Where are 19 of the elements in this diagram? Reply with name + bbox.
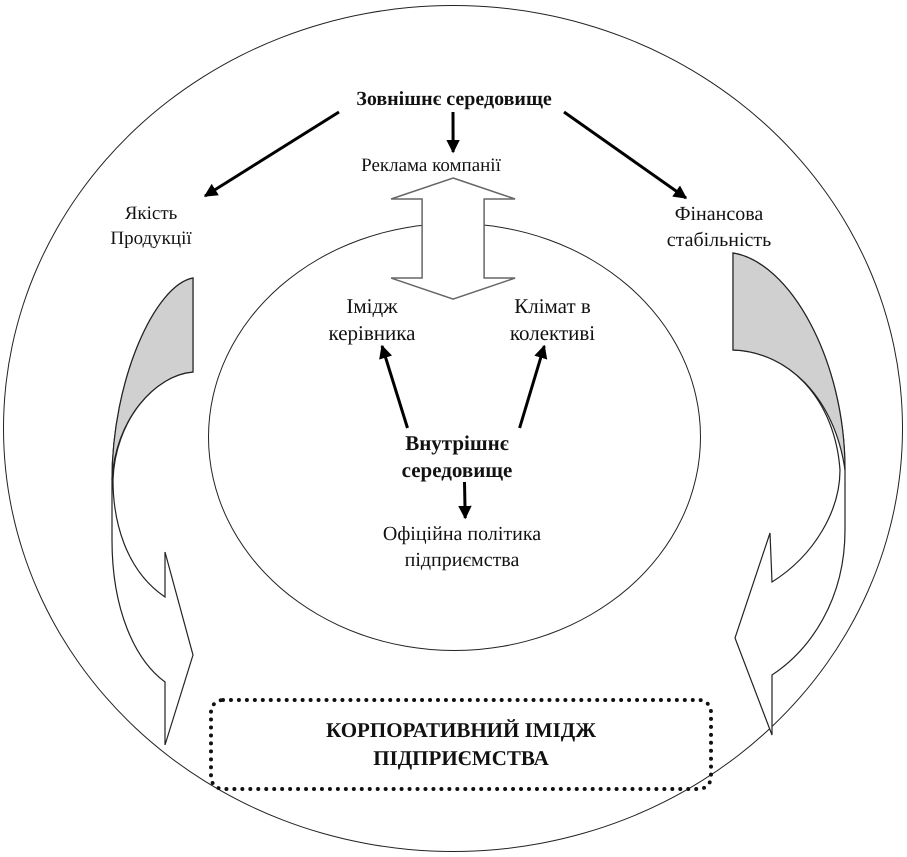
node-label: Внутрішнє середовище	[400, 430, 514, 484]
node-label: Фінансова стабільність	[666, 202, 772, 253]
node-label: Клімат в колективі	[508, 292, 596, 347]
node-label: Офіційна політика підприємства	[382, 522, 542, 573]
node-label: Імідж керівника	[328, 292, 416, 347]
dotted-frame	[209, 698, 713, 791]
arrow	[518, 344, 548, 428]
arrow	[446, 112, 460, 154]
arrow	[458, 482, 472, 520]
node-label: Якість Продукції	[109, 202, 193, 251]
arrow	[379, 344, 409, 428]
curved-block-arrow	[732, 252, 846, 736]
arrow	[563, 110, 688, 200]
title-text: КОРПОРАТИВНИЙ ІМІДЖ ПІДПРИЄМСТВА	[325, 717, 597, 772]
node-label: Реклама компанії	[361, 154, 501, 178]
arrow	[204, 110, 340, 198]
curved-block-arrow	[111, 277, 194, 746]
node-label: Зовнішнє середовище	[356, 87, 552, 112]
double-block-arrow	[390, 177, 516, 300]
